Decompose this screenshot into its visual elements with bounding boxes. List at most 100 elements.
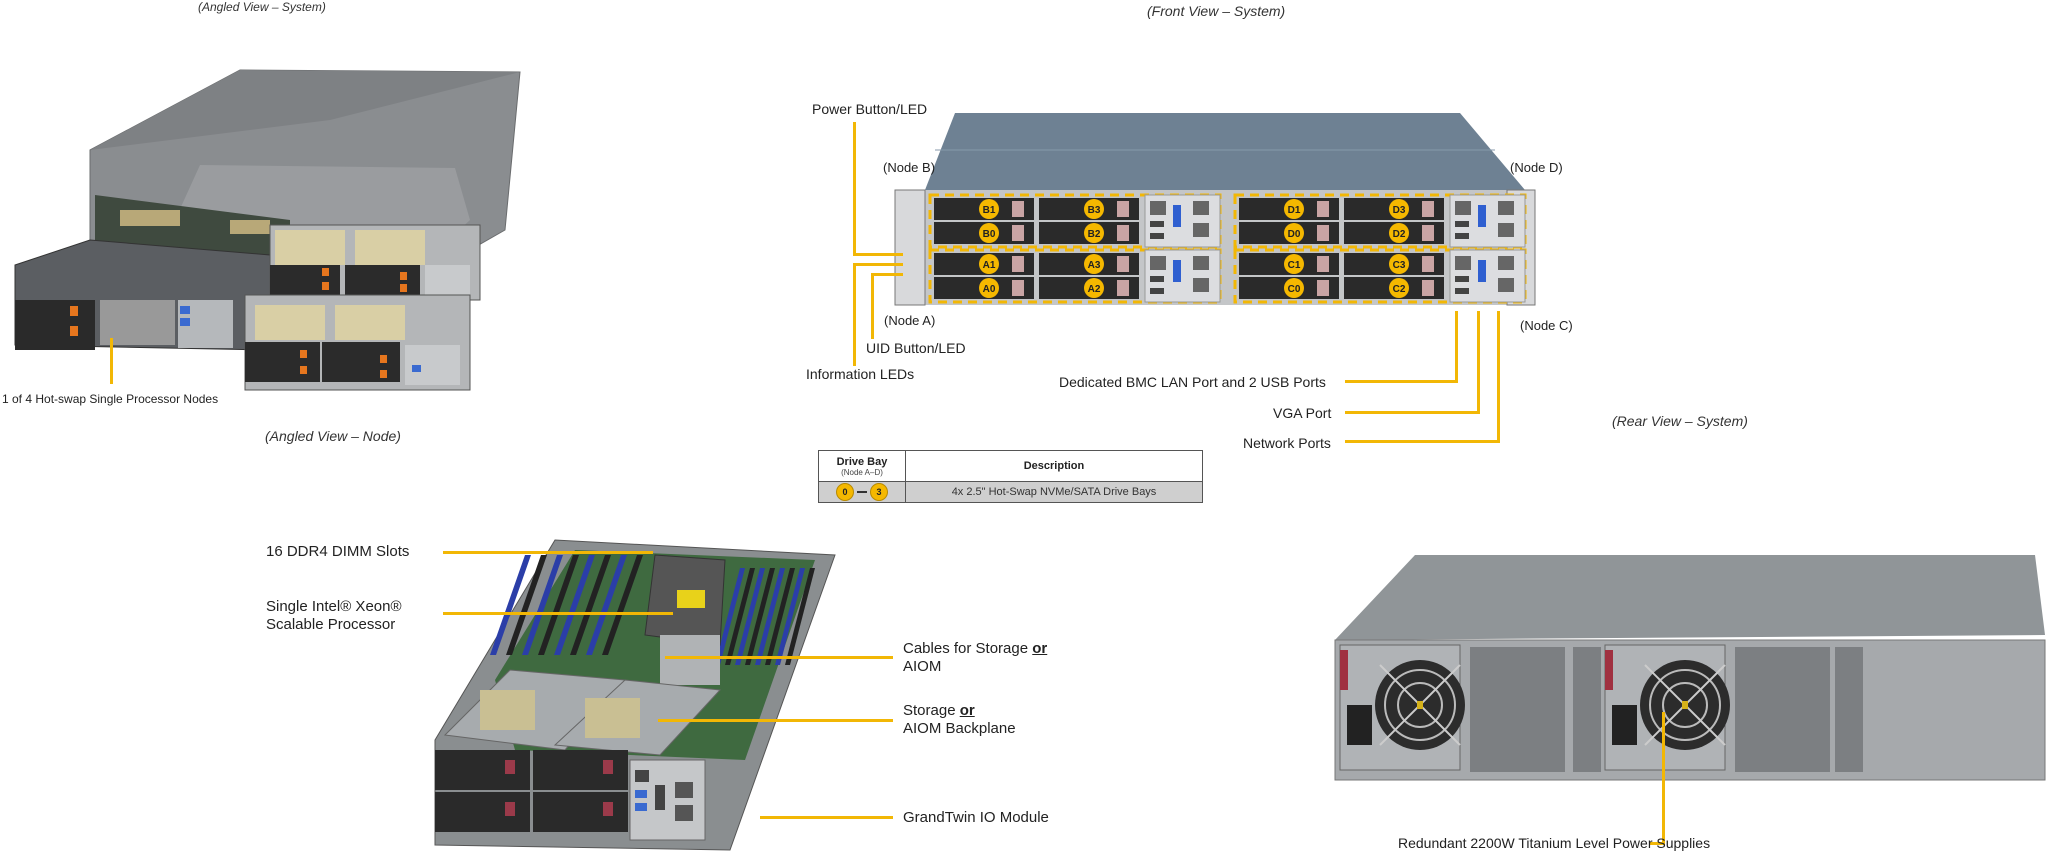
bay-badge-to: 3: [870, 483, 888, 501]
lan-port: [1150, 201, 1166, 215]
label-node-c: (Node C): [1520, 318, 1573, 333]
bay-number-label: B3: [1088, 205, 1101, 216]
label-node-a: (Node A): [884, 313, 936, 328]
leader-bmc: [1455, 311, 1458, 382]
rear-system-image: [1334, 555, 2046, 781]
bay-number-badge: [979, 254, 999, 274]
bay-number-badge: [979, 199, 999, 219]
label-node-b: (Node B): [883, 160, 936, 175]
callout-cables: Cables for Storage or AIOM: [903, 640, 1048, 675]
callout-network-ports: Network Ports: [1243, 435, 1331, 451]
callout-power-supplies: Redundant 2200W Titanium Level Power Sup…: [1398, 835, 1711, 851]
usb-port: [1150, 221, 1164, 227]
leader-psu-h: [1650, 842, 1665, 845]
dimm-slot: [715, 568, 745, 665]
dimm-slot: [522, 555, 563, 655]
bay-number-badge: [1284, 223, 1304, 243]
lan-port: [1498, 201, 1514, 215]
drive-latch: [1422, 280, 1434, 296]
vga-port: [1173, 260, 1181, 282]
leader-storage: [658, 719, 893, 722]
bay-number-badge: [1389, 278, 1409, 298]
callout-io-module: GrandTwin IO Module: [903, 809, 1049, 826]
bay-number-label: C3: [1393, 260, 1406, 271]
vga-port: [1173, 205, 1181, 227]
lan-port: [1498, 278, 1514, 292]
bay-number-badge: [979, 223, 999, 243]
drive-latch: [1012, 201, 1024, 217]
usb-port: [1150, 276, 1164, 282]
bay-badge-from: 0: [836, 483, 854, 501]
bay-number-label: D1: [1288, 205, 1301, 216]
callout-hot-swap-nodes: 1 of 4 Hot-swap Single Processor Nodes: [2, 392, 219, 406]
bay-number-badge: [1284, 278, 1304, 298]
usb-port: [1455, 221, 1469, 227]
drive-latch: [1012, 280, 1024, 296]
caption-rear-system: (Rear View – System): [1612, 413, 1748, 429]
dimm-slot: [602, 555, 643, 655]
bay-number-label: A0: [983, 284, 996, 295]
drive-latch: [1117, 225, 1129, 241]
lan-port: [1455, 256, 1471, 270]
dimm-slot: [490, 555, 531, 655]
dimm-slot: [586, 555, 627, 655]
drive-latch: [1422, 201, 1434, 217]
dimm-slot: [735, 568, 765, 665]
callout-information-leds: Information LEDs: [806, 366, 915, 382]
dimm-slot: [725, 568, 755, 665]
node-image: [434, 539, 836, 851]
leader-vga-h: [1345, 411, 1480, 414]
bay-number-badge: [1284, 199, 1304, 219]
bay-number-badge: [979, 278, 999, 298]
drive-latch: [1012, 256, 1024, 272]
drive-latch: [1422, 256, 1434, 272]
caption-angled-node: (Angled View – Node): [265, 428, 401, 444]
lan-port: [1498, 256, 1514, 270]
dimm-slot: [570, 555, 611, 655]
bay-number-badge: [1389, 199, 1409, 219]
callout-uid-button: UID Button/LED: [866, 340, 966, 356]
callout-power-button: Power Button/LED: [812, 101, 928, 117]
table-header-row: Drive Bay (Node A–D) Description: [818, 450, 1203, 482]
label-node-d: (Node D): [1510, 160, 1563, 175]
leader-psu-v: [1662, 712, 1665, 845]
lan-port: [1193, 256, 1209, 270]
bay-number-label: B1: [983, 205, 996, 216]
leader-power-h: [853, 253, 903, 256]
dimm-slot: [755, 568, 785, 665]
callout-storage-backplane: Storage or AIOM Backplane: [903, 702, 1016, 737]
angled-system-image: [14, 69, 521, 391]
bay-number-badge: [1284, 254, 1304, 274]
dimm-slot: [745, 568, 775, 665]
leader-info: [853, 263, 856, 366]
drive-latch: [1012, 225, 1024, 241]
drive-latch: [1317, 225, 1329, 241]
dimm-slot: [506, 555, 547, 655]
drive-latch: [1117, 280, 1129, 296]
callout-cpu-line2: Scalable Processor: [266, 616, 396, 633]
usb-port: [1455, 233, 1469, 239]
caption-front-system: (Front View – System): [1147, 3, 1286, 19]
lan-port: [1150, 256, 1166, 270]
leader-power: [853, 122, 856, 256]
leader-network-h: [1345, 440, 1500, 443]
range-dash: [857, 491, 867, 493]
callout-vga-port: VGA Port: [1273, 405, 1332, 421]
leader-vga: [1477, 311, 1480, 414]
bay-number-badge: [1084, 278, 1104, 298]
bay-number-label: C2: [1393, 284, 1406, 295]
drive-latch: [1117, 256, 1129, 272]
leader-dimm: [443, 551, 653, 554]
leader-hot-swap-node: [110, 338, 113, 384]
dimm-slot: [765, 568, 795, 665]
header-drive-bay: Drive Bay (Node A–D): [818, 450, 906, 482]
header-description: Description: [905, 450, 1203, 482]
header-drive-bay-sub: (Node A–D): [841, 467, 883, 477]
bay-number-label: B2: [1088, 229, 1101, 240]
lan-port: [1193, 278, 1209, 292]
dimm-slot: [775, 568, 805, 665]
callout-bmc-usb: Dedicated BMC LAN Port and 2 USB Ports: [1059, 374, 1326, 390]
